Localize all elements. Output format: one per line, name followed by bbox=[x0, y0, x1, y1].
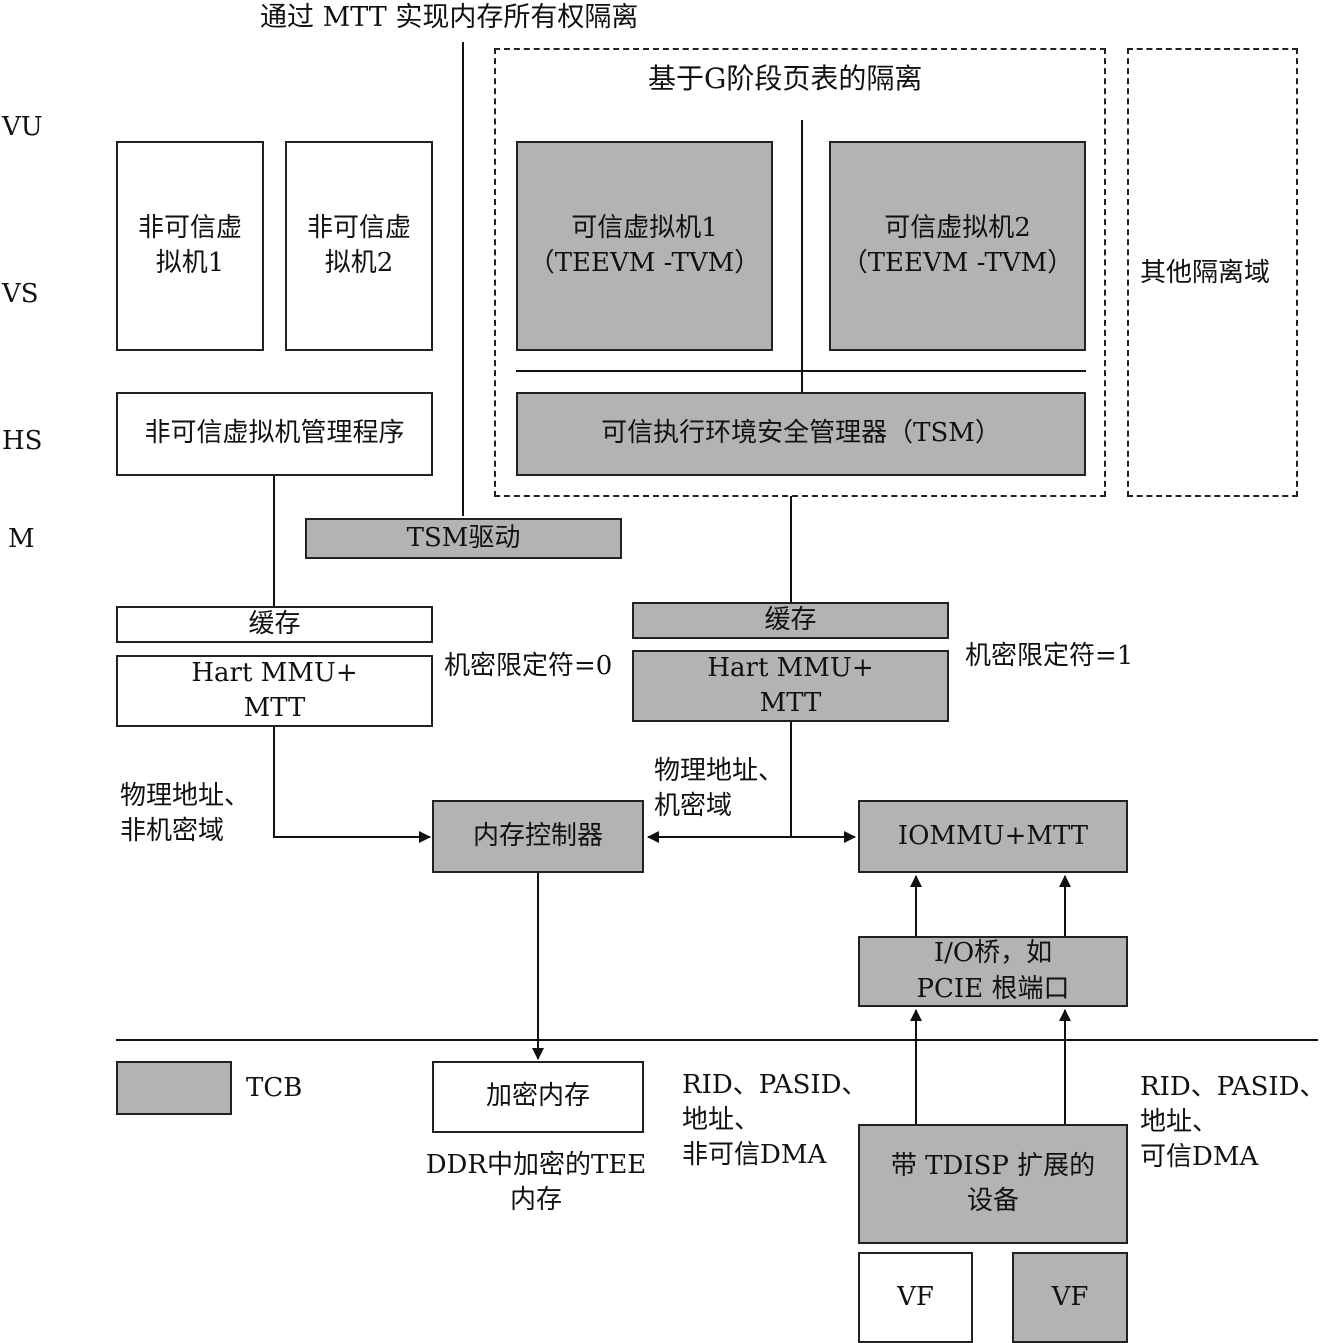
level-m: M bbox=[8, 524, 35, 554]
encrypted-memory-caption-line-2: 内存 bbox=[509, 1185, 562, 1216]
iommu-mtt: IOMMU+MTT bbox=[858, 800, 1128, 873]
tsm-box: 可信执行环境安全管理器（TSM） bbox=[516, 392, 1086, 476]
trusted-dma-line-1: RID、PASID、 bbox=[1140, 1072, 1326, 1102]
g-stage-isolation-region bbox=[494, 48, 1106, 497]
legend-tcb-label: TCB bbox=[246, 1073, 303, 1103]
untrusted-qualifier: 机密限定符=0 bbox=[444, 651, 613, 681]
trusted-vm-1: 可信虚拟机1 （TEEVM -TVM） bbox=[516, 141, 773, 351]
tdisp-device-line-2: 设备 bbox=[966, 1186, 1019, 1216]
untrusted-vm-2-line-2: 拟机2 bbox=[324, 248, 394, 278]
trusted-mmu-line-1: Hart MMU+ bbox=[707, 652, 874, 683]
untrusted-hypervisor: 非可信虚拟机管理程序 bbox=[116, 392, 433, 476]
untrusted-vm-2: 非可信虚 拟机2 bbox=[285, 141, 433, 351]
legend-tcb-swatch bbox=[116, 1061, 232, 1115]
trusted-path-label-line-2: 机密域 bbox=[654, 791, 733, 822]
trusted-path-label: 物理地址、 机密域 bbox=[654, 754, 784, 824]
untrusted-vm-1-line-1: 非可信虚 bbox=[137, 212, 242, 243]
untrusted-dma-line-2: 地址、 bbox=[682, 1105, 761, 1136]
untrusted-dma-line-1: RID、PASID、 bbox=[682, 1070, 868, 1100]
untrusted-vm-1: 非可信虚 拟机1 bbox=[116, 141, 264, 351]
io-bridge-line-2: PCIE 根端口 bbox=[916, 973, 1070, 1004]
untrusted-dma-label: RID、PASID、 地址、 非可信DMA bbox=[682, 1068, 868, 1173]
trusted-dma-line-3: 可信DMA bbox=[1140, 1142, 1259, 1173]
vf-trusted: VF bbox=[1012, 1252, 1128, 1343]
vf-untrusted: VF bbox=[858, 1252, 973, 1343]
untrusted-path-label-line-2: 非机密域 bbox=[120, 816, 225, 847]
untrusted-path-label-line-1: 物理地址、 bbox=[120, 781, 251, 811]
trusted-vm-2: 可信虚拟机2 （TEEVM -TVM） bbox=[829, 141, 1086, 351]
trusted-dma-label: RID、PASID、 地址、 可信DMA bbox=[1140, 1070, 1326, 1175]
trusted-hart-mmu: Hart MMU+ MTT bbox=[632, 650, 949, 722]
untrusted-dma-line-3: 非可信DMA bbox=[682, 1140, 827, 1171]
other-domain-label: 其他隔离域 bbox=[1140, 258, 1271, 288]
tdisp-device: 带 TDISP 扩展的 设备 bbox=[858, 1124, 1128, 1244]
trusted-mmu-line-2: MTT bbox=[759, 688, 822, 718]
trusted-cache: 缓存 bbox=[632, 602, 949, 639]
trusted-dma-line-2: 地址、 bbox=[1140, 1107, 1219, 1138]
encrypted-memory-caption-line-1: DDR中加密的TEE bbox=[425, 1150, 647, 1180]
level-hs: HS bbox=[2, 426, 43, 456]
trusted-qualifier: 机密限定符=1 bbox=[965, 641, 1134, 671]
untrusted-mmu-line-2: MTT bbox=[243, 693, 306, 723]
untrusted-cache: 缓存 bbox=[116, 606, 433, 643]
trusted-path-label-line-1: 物理地址、 bbox=[654, 756, 785, 786]
trusted-vm-2-line-1: 可信虚拟机2 bbox=[884, 212, 1031, 243]
memory-controller: 内存控制器 bbox=[432, 800, 644, 873]
g-stage-region-title: 基于G阶段页表的隔离 bbox=[648, 62, 923, 95]
trusted-vm-1-line-2: （TEEVM -TVM） bbox=[528, 248, 761, 278]
diagram-title: 通过 MTT 实现内存所有权隔离 bbox=[260, 2, 639, 33]
io-bridge: I/O桥，如 PCIE 根端口 bbox=[858, 936, 1128, 1007]
tdisp-device-line-1: 带 TDISP 扩展的 bbox=[890, 1150, 1096, 1181]
untrusted-path-label: 物理地址、 非机密域 bbox=[120, 779, 250, 849]
untrusted-hart-mmu: Hart MMU+ MTT bbox=[116, 655, 433, 727]
untrusted-path-arrow bbox=[273, 727, 431, 843]
io-bridge-line-1: I/O桥，如 bbox=[933, 938, 1053, 969]
untrusted-vm-2-line-1: 非可信虚 bbox=[306, 212, 411, 243]
level-vs: VS bbox=[2, 279, 39, 309]
tsm-driver: TSM驱动 bbox=[305, 518, 622, 559]
trusted-vm-2-line-2: （TEEVM -TVM） bbox=[841, 248, 1074, 278]
other-isolation-region bbox=[1127, 48, 1298, 497]
encrypted-memory-caption: DDR中加密的TEE 内存 bbox=[416, 1148, 656, 1218]
untrusted-mmu-line-1: Hart MMU+ bbox=[191, 657, 358, 688]
trusted-vm-1-line-1: 可信虚拟机1 bbox=[571, 212, 718, 243]
level-vu: VU bbox=[2, 112, 43, 142]
encrypted-memory: 加密内存 bbox=[432, 1061, 644, 1133]
untrusted-vm-1-line-2: 拟机1 bbox=[155, 248, 225, 278]
